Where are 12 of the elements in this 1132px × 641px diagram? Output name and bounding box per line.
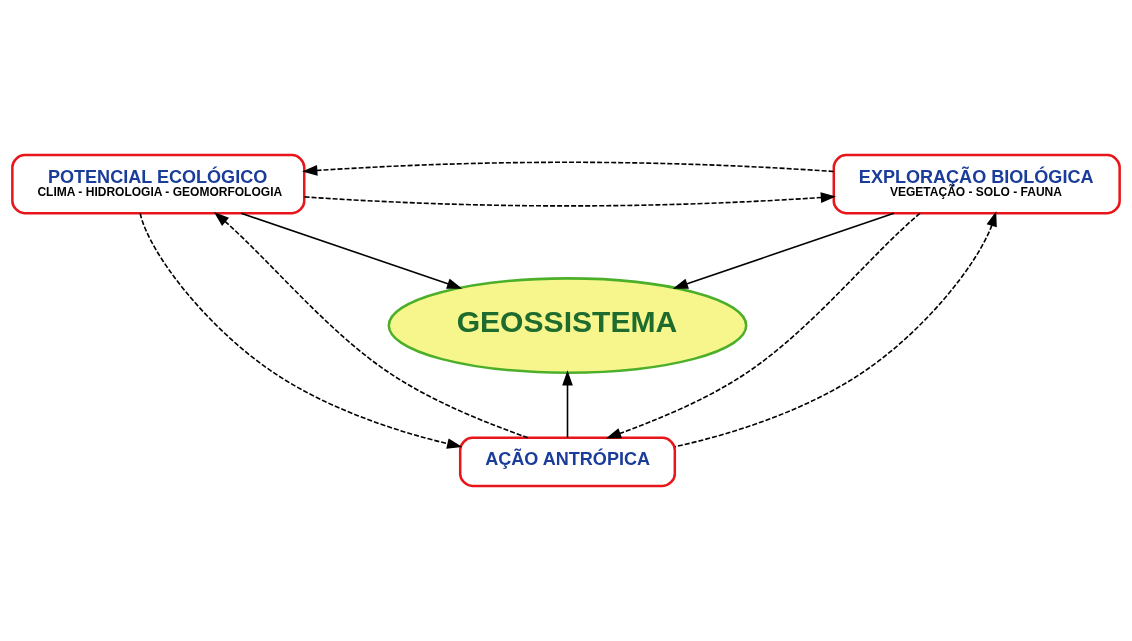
node-box: EXPLORAÇÃO BIOLÓGICA VEGETAÇÃO - SOLO - FAUNA [832,153,1121,215]
arrow [139,212,463,449]
arrow [672,212,895,289]
arrow [562,370,573,439]
arrow [674,211,997,448]
arrow [302,161,835,176]
arrow [213,211,529,439]
arrow [303,192,837,207]
node-box: POTENCIAL ECOLÓGICO CLIMA - HIDROLOGIA - GEOMORFOLOGIA [11,153,306,215]
arrow [605,212,921,439]
node-box: AÇÃO ANTRÓPICA [458,436,677,488]
arrow [240,212,463,289]
